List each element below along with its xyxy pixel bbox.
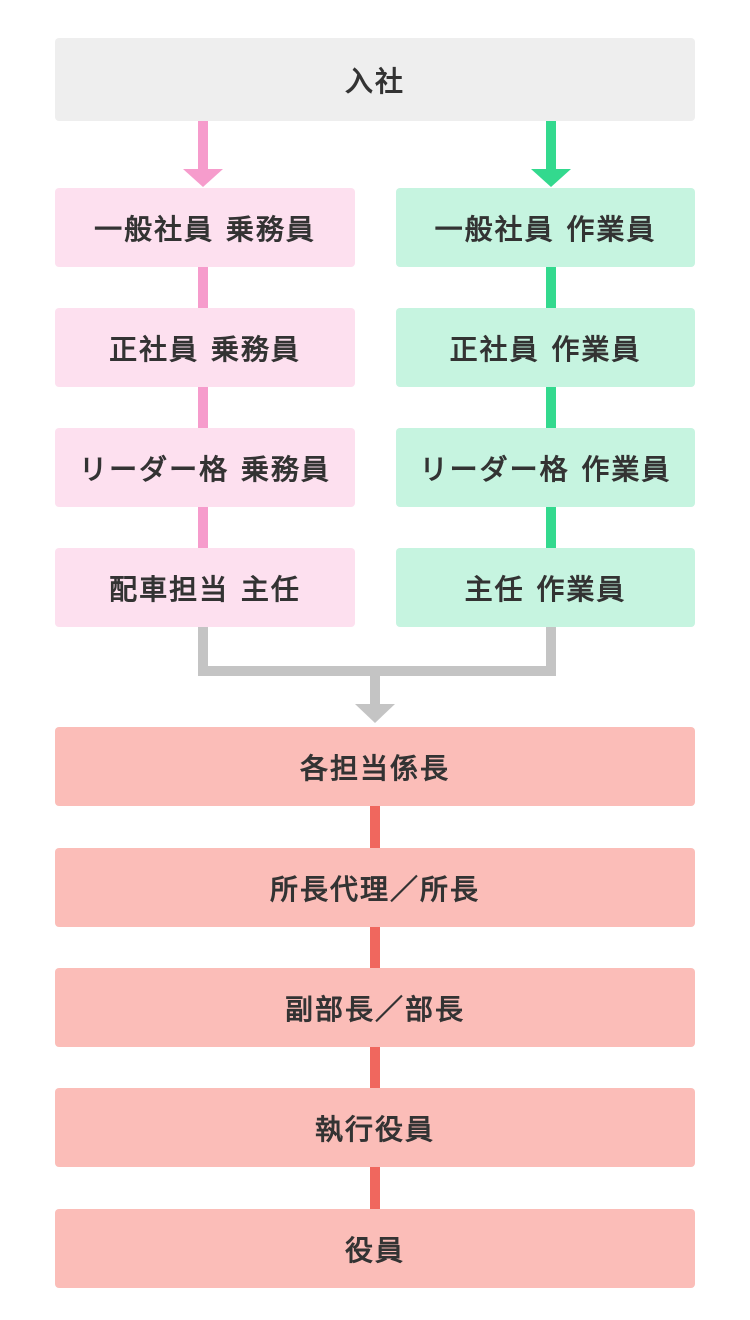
left-step-3: リーダー格 乗務員 bbox=[55, 428, 355, 507]
start-to-left-arrow-shaft bbox=[198, 121, 208, 171]
right-connector-2 bbox=[546, 387, 556, 428]
right-connector-3 bbox=[546, 507, 556, 548]
shared-connector-4 bbox=[370, 1167, 380, 1209]
merge-arrow-shaft bbox=[370, 671, 380, 706]
right-connector-1 bbox=[546, 267, 556, 308]
shared-step-4: 執行役員 bbox=[55, 1088, 695, 1167]
start-to-right-arrow-shaft bbox=[546, 121, 556, 171]
merge-line bbox=[198, 627, 556, 676]
merge-arrowhead bbox=[355, 704, 395, 723]
left-step-2: 正社員 乗務員 bbox=[55, 308, 355, 387]
shared-connector-2 bbox=[370, 927, 380, 968]
left-connector-3 bbox=[198, 507, 208, 548]
shared-step-1: 各担当係長 bbox=[55, 727, 695, 806]
start-to-left-arrowhead bbox=[183, 169, 223, 187]
start-to-right-arrowhead bbox=[531, 169, 571, 187]
shared-connector-3 bbox=[370, 1047, 380, 1088]
right-step-1: 一般社員 作業員 bbox=[396, 188, 695, 267]
left-connector-2 bbox=[198, 387, 208, 428]
left-step-4: 配車担当 主任 bbox=[55, 548, 355, 627]
left-connector-1 bbox=[198, 267, 208, 308]
shared-step-2: 所長代理／所長 bbox=[55, 848, 695, 927]
shared-step-3: 副部長／部長 bbox=[55, 968, 695, 1047]
right-step-3: リーダー格 作業員 bbox=[396, 428, 695, 507]
shared-connector-1 bbox=[370, 806, 380, 848]
right-step-2: 正社員 作業員 bbox=[396, 308, 695, 387]
right-step-4: 主任 作業員 bbox=[396, 548, 695, 627]
left-step-1: 一般社員 乗務員 bbox=[55, 188, 355, 267]
start-box: 入社 bbox=[55, 38, 695, 121]
shared-step-5: 役員 bbox=[55, 1209, 695, 1288]
